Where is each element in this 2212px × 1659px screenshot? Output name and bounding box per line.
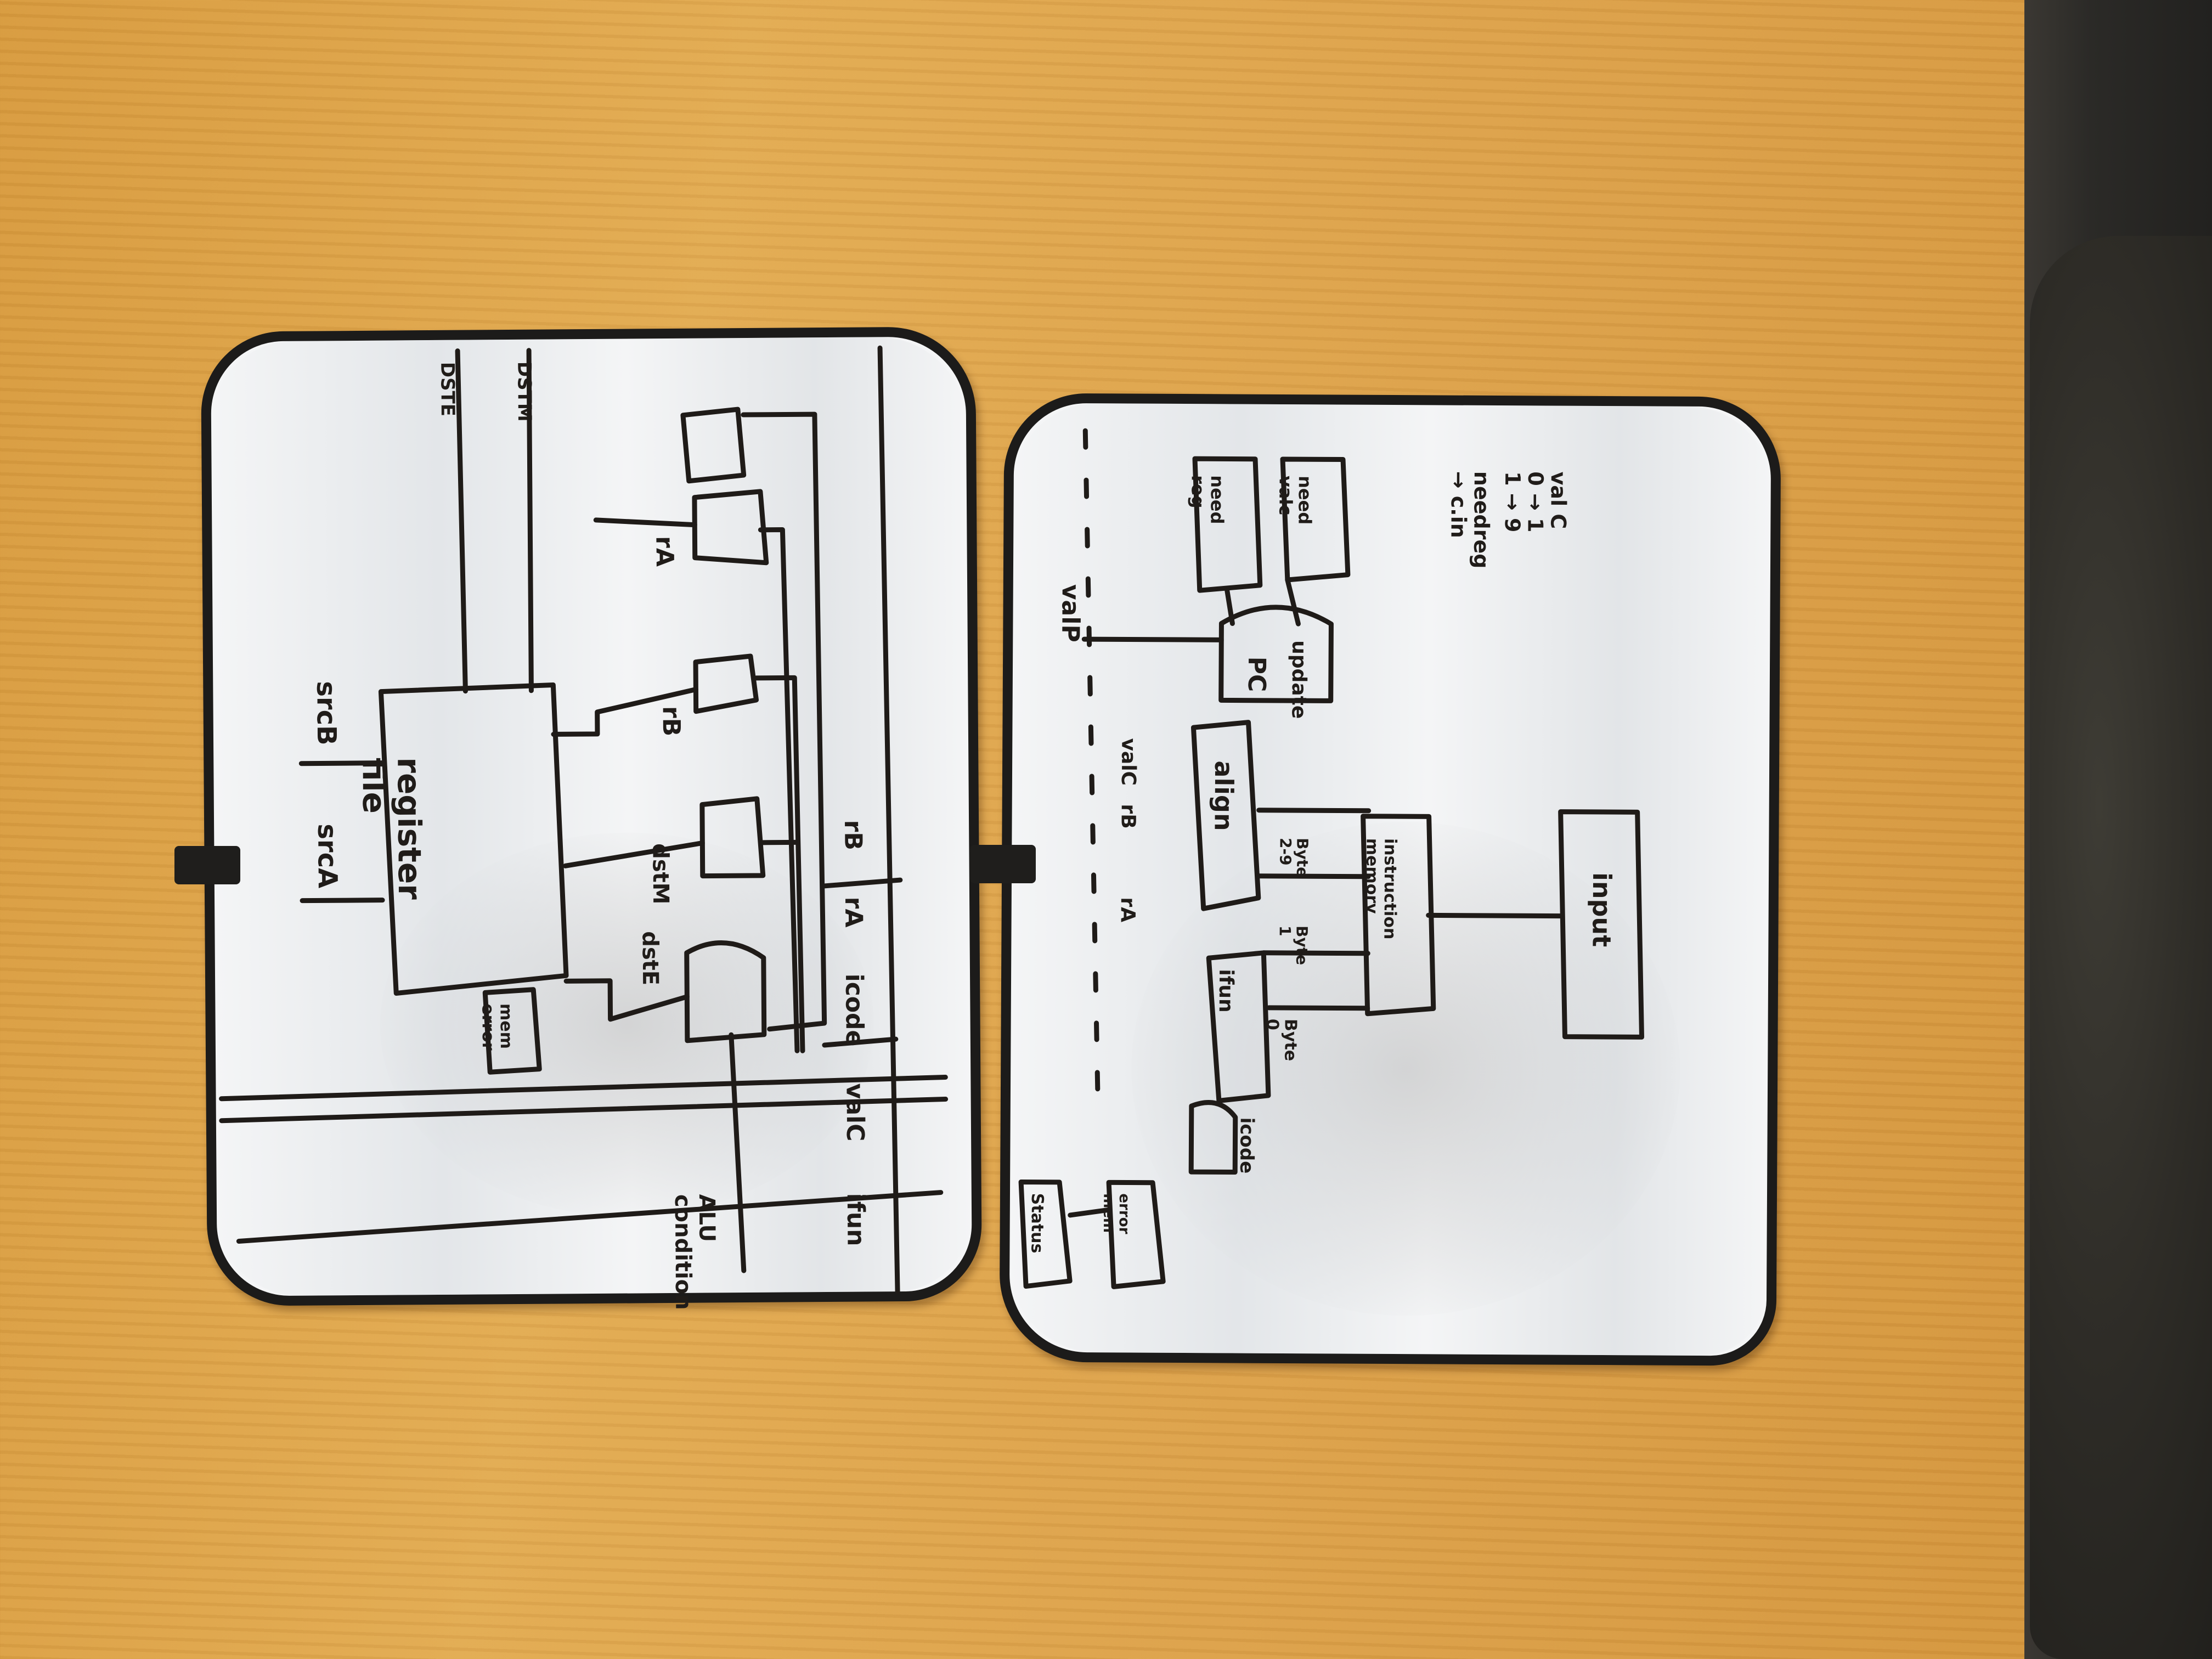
ra-bottom-label: rA [839, 896, 867, 927]
wire-right-v [880, 348, 898, 1291]
rb-label-right: rB [1116, 804, 1139, 828]
wire-8 [743, 414, 825, 1029]
dstm-label: dstM [647, 843, 673, 905]
mux-dstm [702, 799, 763, 876]
wire-input-mem [1429, 915, 1560, 916]
ifun-label: ifun [842, 1193, 870, 1246]
wire-align-mem [1259, 810, 1369, 811]
mux-top [683, 409, 744, 481]
need-valc-label: needvalc [1275, 476, 1316, 524]
dste-label: dstE [637, 931, 663, 985]
bytes-2-9-label: Byte2-9 [1276, 838, 1311, 877]
dstm-top-label: DSTM [513, 362, 535, 422]
wire-h1 [221, 1077, 945, 1099]
register-file-label: registerfile [355, 757, 428, 900]
decode-diagram: registerfile memerror srcB srcA dstE dst… [211, 336, 972, 1296]
update-label: update [1288, 640, 1311, 719]
valc-label-right: valC [1117, 738, 1139, 786]
icode-label: icode [840, 973, 868, 1046]
wire-srca [302, 900, 382, 901]
dste-top-label: DSTE [436, 362, 459, 416]
mux-rb [696, 656, 757, 712]
mux-dste [687, 943, 764, 1041]
srca-label: srcA [312, 823, 343, 888]
wire-valc-pc [1287, 580, 1298, 624]
icode-box [1191, 1102, 1235, 1172]
pc-label: PC [1243, 657, 1271, 692]
needreg-note: needreg→ c.in [1446, 471, 1494, 569]
wire-4 [596, 520, 695, 526]
whiteboard-right: input instructionmemory align PC update … [999, 393, 1781, 1365]
fetch-diagram: input instructionmemory align PC update … [1009, 403, 1771, 1356]
board-clip-left [174, 846, 240, 884]
srcb-label: srcB [311, 681, 342, 746]
valc-label: valC [840, 1083, 869, 1141]
icode-label-right: icode [1235, 1118, 1258, 1174]
wire-alu-cond [731, 1035, 744, 1271]
wire-3 [566, 980, 687, 1020]
need-reg-label: needreg [1187, 475, 1228, 524]
wire-h3 [239, 1193, 941, 1242]
wire-h2 [222, 1099, 946, 1121]
status-label: Status [1027, 1193, 1047, 1254]
align-label: align [1209, 760, 1239, 831]
error-label: errormem [1100, 1193, 1132, 1234]
wire-dashed-v [1082, 431, 1102, 1116]
wire-valp [1084, 639, 1221, 640]
valc-note: val C0 → 11 → 9 [1500, 471, 1571, 533]
valp-label: valP [1056, 584, 1085, 642]
rb-bottom-label: rB [839, 820, 867, 850]
ra-label-right: rA [1116, 897, 1139, 922]
board-clip-right [970, 845, 1036, 883]
ifun-label-right: ifun [1215, 969, 1237, 1012]
whiteboard-left: registerfile memerror srcB srcA dstE dst… [201, 326, 982, 1306]
ra-label: rA [650, 536, 678, 567]
byte1-label: Byte1 [1276, 926, 1311, 965]
wire-mem-align [1259, 876, 1368, 877]
rb-label: rB [657, 706, 685, 737]
input-label: input [1587, 872, 1617, 947]
pc-update-box [1221, 607, 1331, 701]
wire-2 [565, 843, 702, 866]
mem-error-label: memerror [478, 1003, 516, 1051]
person-leg [2030, 236, 2212, 1659]
alu-condition-label: ALUcondition [670, 1194, 720, 1310]
mux-srca [695, 492, 766, 563]
